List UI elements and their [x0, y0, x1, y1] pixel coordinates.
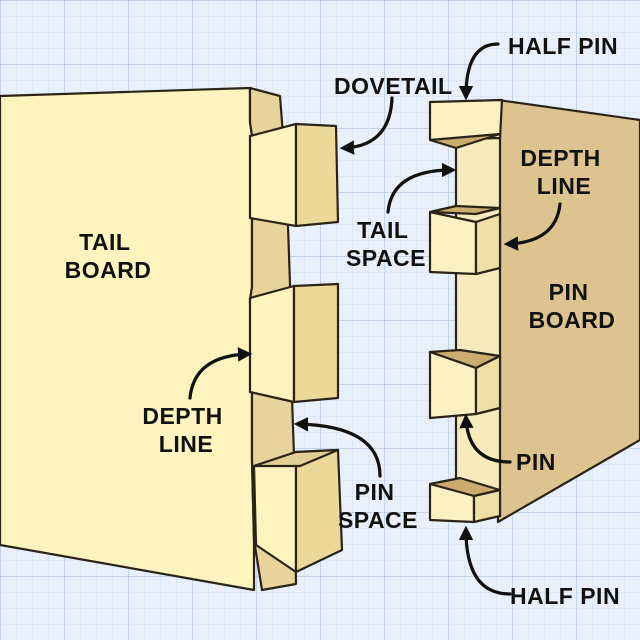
half-pin-bottom-shape [428, 476, 502, 524]
label-pin: PIN [516, 449, 556, 475]
arrow-half-pin-bottom [458, 525, 512, 596]
arrow-dovetail [339, 96, 394, 155]
pin-2-shape [428, 348, 502, 420]
label-pin-board-2: BOARD [529, 307, 616, 333]
label-tail-board-1: TAIL [79, 229, 130, 255]
label-half-pin-bottom: HALF PIN [510, 583, 620, 609]
label-depth-line-right: DEPTH LINE [520, 145, 607, 199]
tail-3 [252, 448, 344, 574]
label-depth-line-left-1: DEPTH [142, 403, 222, 429]
label-tail-space-1: TAIL [357, 217, 408, 243]
arrow-pin-space [293, 417, 382, 478]
tail-board [0, 86, 344, 592]
arrow-half-pin-top [458, 42, 500, 101]
label-depth-line-left-2: LINE [159, 431, 213, 457]
arrow-depth-line-right [503, 202, 562, 251]
arrow-pin [459, 413, 512, 464]
arrow-tail-space [386, 162, 457, 214]
tail-2 [248, 282, 340, 404]
arrow-depth-line-left [188, 347, 253, 400]
tail-board-face [0, 86, 256, 592]
label-dovetail: DOVETAIL [334, 73, 453, 99]
label-pin-space: PIN SPACE [338, 479, 418, 533]
label-tail-board: TAIL BOARD [65, 229, 152, 283]
half-pin-top-shape [428, 98, 504, 150]
label-pin-board: PIN BOARD [529, 279, 616, 333]
label-half-pin-top: HALF PIN [508, 33, 618, 59]
label-pin-space-2: SPACE [338, 507, 418, 533]
label-depth-line-left: DEPTH LINE [142, 403, 229, 457]
label-tail-board-2: BOARD [65, 257, 152, 283]
label-pin-space-1: PIN [355, 479, 395, 505]
label-depth-line-right-1: DEPTH [520, 145, 600, 171]
label-tail-space-2: SPACE [346, 245, 426, 271]
label-depth-line-right-2: LINE [537, 173, 591, 199]
label-pin-board-1: PIN [549, 279, 589, 305]
label-tail-space: TAIL SPACE [346, 217, 426, 271]
pin-1-shape [428, 204, 502, 276]
tail-1 [248, 122, 340, 228]
